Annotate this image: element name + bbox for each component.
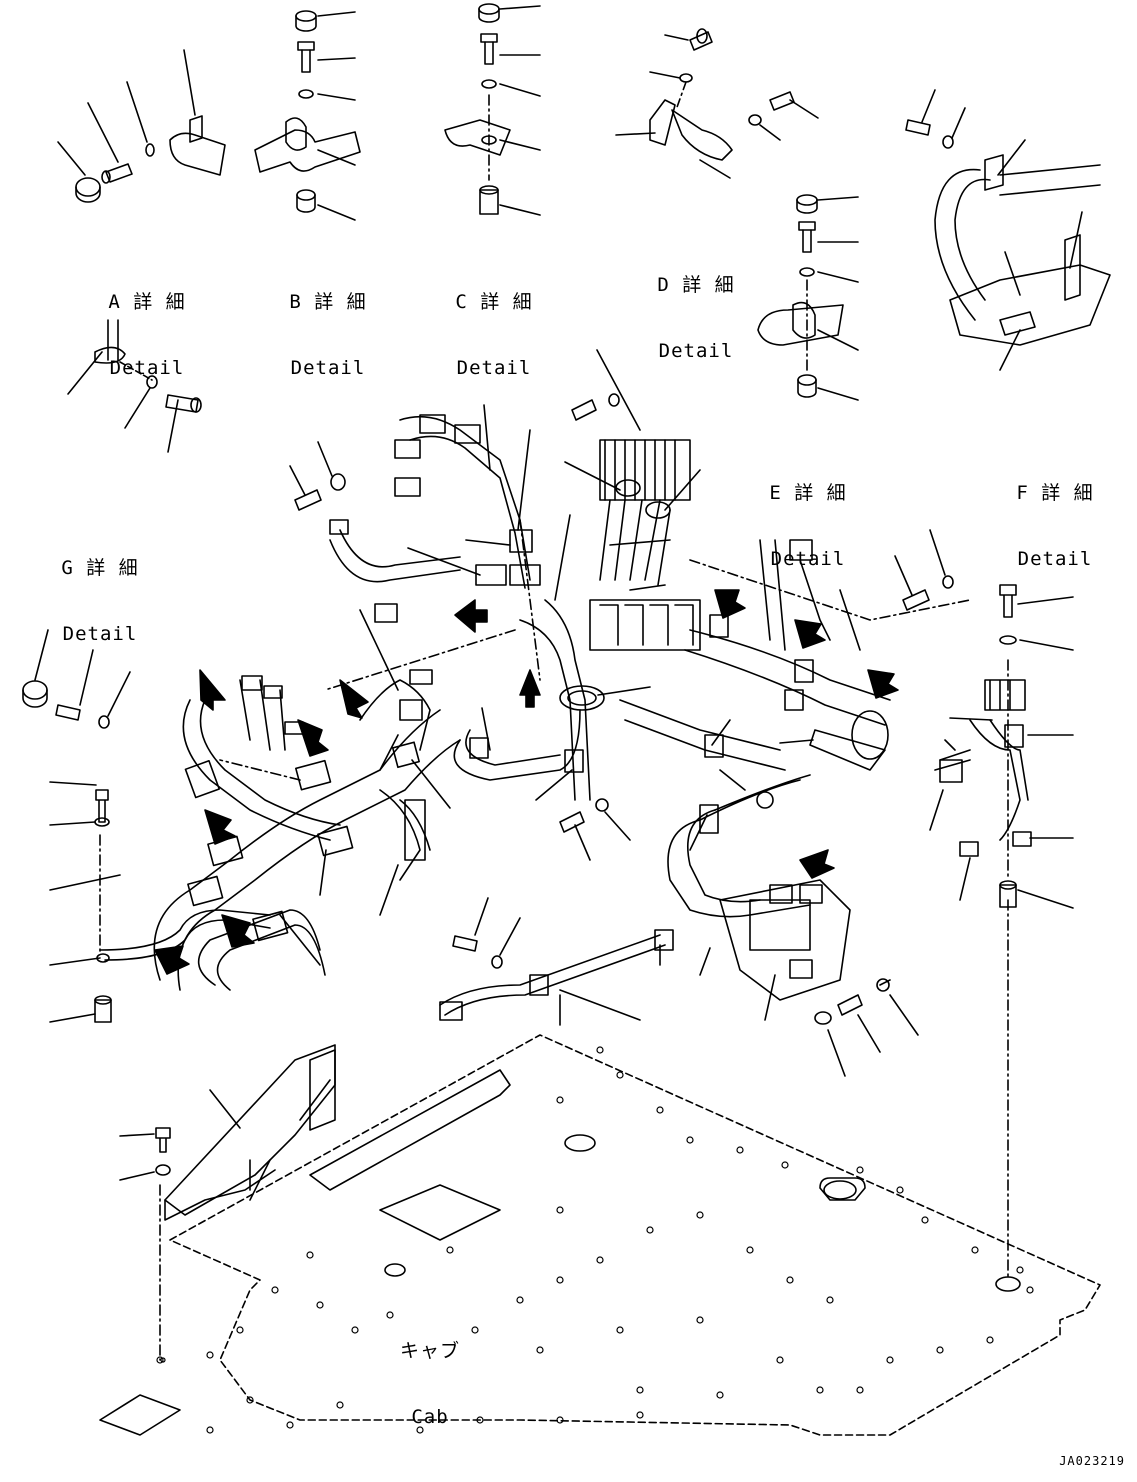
detail-a-en: Detail	[109, 357, 185, 379]
detail-d-label: D 詳 細 Detail	[646, 230, 746, 384]
detail-a-jp: A 詳 細	[108, 291, 186, 313]
detail-c-jp: C 詳 細	[455, 291, 533, 313]
cab-en: Cab	[411, 1406, 449, 1428]
detail-e-en: Detail	[770, 548, 846, 570]
drawing-code: JA023219	[1059, 1454, 1125, 1468]
detail-e-jp: E 詳 細	[769, 482, 847, 504]
detail-c-art	[444, 3, 541, 216]
cab-floor	[99, 1034, 1101, 1436]
detail-d-art	[615, 28, 819, 179]
detail-f-art	[905, 89, 1111, 371]
main-harness	[22, 349, 1074, 1361]
detail-b-en: Detail	[290, 357, 366, 379]
detail-g-jp: G 詳 細	[61, 557, 139, 579]
detail-d-en: Detail	[658, 340, 734, 362]
detail-g-label: G 詳 細 Detail	[50, 513, 150, 667]
detail-b-jp: B 詳 細	[289, 291, 367, 313]
cab-jp: キャブ	[399, 1340, 460, 1362]
detail-b-label: B 詳 細 Detail	[278, 247, 378, 401]
detail-f-jp: F 詳 細	[1016, 482, 1094, 504]
cab-label: キャブ Cab	[390, 1296, 470, 1450]
detail-g-en: Detail	[62, 623, 138, 645]
detail-d-jp: D 詳 細	[657, 274, 735, 296]
detail-b-art	[254, 10, 361, 221]
detail-c-label: C 詳 細 Detail	[444, 247, 544, 401]
detail-g-art	[67, 319, 202, 453]
detail-a-label: A 詳 細 Detail	[97, 247, 197, 401]
detail-e-art	[757, 194, 859, 401]
detail-f-label: F 詳 細 Detail	[1005, 438, 1105, 592]
detail-a-art	[57, 49, 226, 203]
detail-c-en: Detail	[456, 357, 532, 379]
detail-e-label: E 詳 細 Detail	[758, 438, 858, 592]
detail-f-en: Detail	[1017, 548, 1093, 570]
